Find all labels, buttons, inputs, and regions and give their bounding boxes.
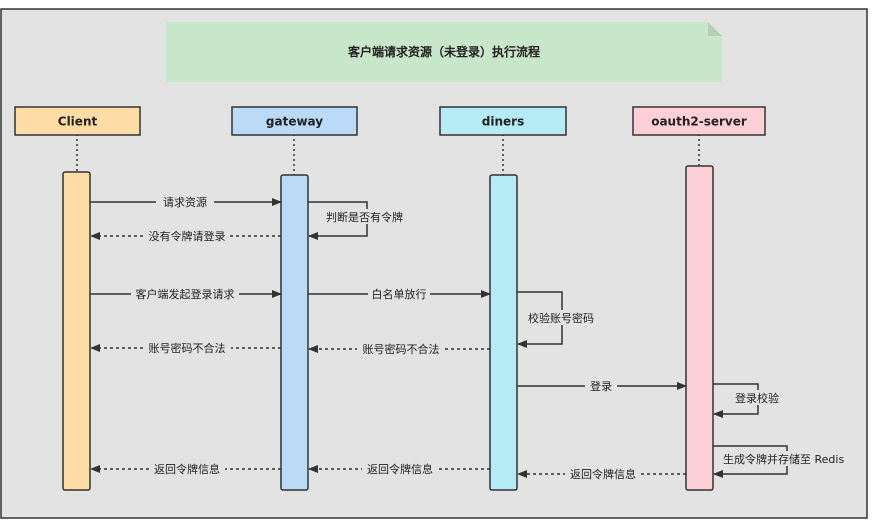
message-label-bg [357, 341, 445, 356]
message-label: 客户端发起登录请求 [136, 287, 235, 301]
title-note-shape [166, 22, 722, 82]
message-label: 判断是否有令牌 [326, 210, 403, 224]
message-label: 登录 [590, 379, 612, 393]
message-invalid-credentials-gateway: 账号密码不合法 [308, 341, 490, 356]
participant-diners: diners [439, 106, 567, 491]
diagram-title: 客户端请求资源（未登录）执行流程 [347, 44, 540, 59]
participant-box-client [14, 106, 141, 136]
participant-gateway: gateway [231, 106, 358, 491]
activation-bar-gateway [280, 174, 309, 491]
message-label-bg [368, 286, 430, 301]
message-return-token-diners: 返回令牌信息 [517, 466, 686, 481]
message-label: 账号密码不合法 [363, 342, 440, 356]
message-label-bg [585, 378, 617, 393]
message-label-bg [525, 310, 601, 325]
activation-bar-oauth2 [685, 165, 714, 491]
message-return-token-client: 返回令牌信息 [90, 461, 281, 476]
participant-client: Client [14, 106, 141, 491]
message-label: 返回令牌信息 [367, 462, 433, 476]
participant-oauth2: oauth2-server [632, 106, 766, 491]
message-label: 登录校验 [735, 391, 779, 405]
message-verify-credentials: 校验账号密码 [517, 291, 601, 348]
message-label: 生成令牌并存储至 Redis [723, 452, 844, 466]
message-check-token: 判断是否有令牌 [308, 201, 411, 240]
message-label: 白名单放行 [372, 287, 427, 301]
message-label: 返回令牌信息 [570, 467, 636, 481]
activation-bar-client [62, 171, 91, 491]
message-label: 请求资源 [163, 195, 207, 209]
message-invalid-credentials-client: 账号密码不合法 [90, 340, 281, 355]
message-label-bg [143, 340, 231, 355]
message-label-bg [156, 194, 214, 209]
message-label-bg [323, 209, 411, 224]
participant-box-gateway [231, 106, 358, 136]
message-no-token-login: 没有令牌请登录 [90, 228, 281, 243]
message-generate-token-redis: 生成令牌并存储至 Redis [713, 445, 851, 478]
participant-label-gateway: gateway [266, 115, 323, 129]
participant-box-oauth2 [632, 106, 766, 136]
message-label: 校验账号密码 [528, 311, 594, 325]
message-label: 账号密码不合法 [149, 341, 226, 355]
participant-label-oauth2: oauth2-server [651, 115, 747, 129]
message-label-bg [565, 466, 641, 481]
message-client-login-request: 客户端发起登录请求 [90, 286, 282, 301]
message-label-bg [149, 461, 225, 476]
message-label-bg [362, 461, 438, 476]
message-login: 登录 [517, 378, 687, 393]
title-note-fold [708, 22, 722, 36]
message-login-verify: 登录校验 [713, 383, 786, 418]
message-return-token-gateway: 返回令牌信息 [308, 461, 490, 476]
activation-bar-diners [489, 174, 518, 491]
message-label-bg [732, 390, 786, 405]
title-note: 客户端请求资源（未登录）执行流程 [166, 22, 722, 82]
message-label-bg [144, 228, 230, 243]
message-label-bg [720, 451, 851, 466]
message-whitelist-pass: 白名单放行 [308, 286, 491, 301]
message-label: 返回令牌信息 [154, 462, 220, 476]
participant-label-client: Client [58, 115, 98, 129]
participant-label-diners: diners [482, 115, 524, 129]
participant-box-diners [439, 106, 567, 136]
message-request-resource: 请求资源 [90, 194, 282, 209]
message-label: 没有令牌请登录 [149, 229, 226, 243]
diagram-background [0, 8, 868, 519]
message-label-bg [131, 286, 239, 301]
